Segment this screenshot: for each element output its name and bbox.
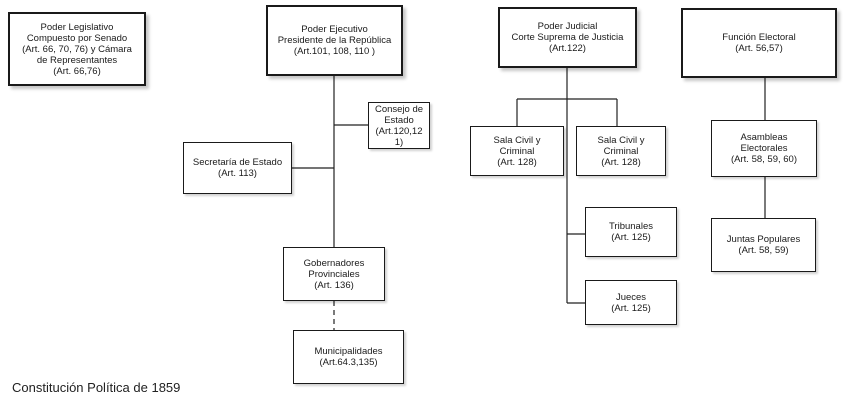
secretaria-de-estado-label: Secretaría de Estado (Art. 113) bbox=[192, 157, 283, 179]
jueces-label: Jueces (Art. 125) bbox=[611, 291, 651, 314]
jueces-box: Jueces (Art. 125) bbox=[585, 280, 677, 325]
poder-judicial-label: Poder Judicial Corte Suprema de Justicia… bbox=[511, 21, 624, 54]
municipalidades-label: Municipalidades (Art.64.3,135) bbox=[314, 346, 383, 368]
asambleas-electorales-label: Asambleas Electorales (Art. 58, 59, 60) bbox=[730, 132, 797, 165]
secretaria-de-estado-box: Secretaría de Estado (Art. 113) bbox=[183, 142, 292, 194]
poder-legislativo-label: Poder Legislativo Compuesto por Senado (… bbox=[22, 21, 132, 77]
funcion-electoral-label: Función Electoral (Art. 56,57) bbox=[722, 32, 796, 54]
gobernadores-provinciales-label: Gobernadores Provinciales (Art. 136) bbox=[303, 257, 365, 291]
funcion-electoral-box: Función Electoral (Art. 56,57) bbox=[681, 8, 837, 78]
poder-judicial-box: Poder Judicial Corte Suprema de Justicia… bbox=[498, 7, 637, 68]
municipalidades-box: Municipalidades (Art.64.3,135) bbox=[293, 330, 404, 384]
sala-civil-criminal-box-1: Sala Civil y Criminal (Art. 128) bbox=[470, 126, 564, 176]
sala-civil-criminal-box-2: Sala Civil y Criminal (Art. 128) bbox=[576, 126, 666, 176]
consejo-de-estado-label: Consejo de Estado (Art.120,12 1) bbox=[374, 103, 424, 148]
asambleas-electorales-box: Asambleas Electorales (Art. 58, 59, 60) bbox=[711, 120, 817, 177]
sala-civil-criminal-label-1: Sala Civil y Criminal (Art. 128) bbox=[493, 134, 541, 168]
poder-legislativo-box: Poder Legislativo Compuesto por Senado (… bbox=[8, 12, 146, 86]
gobernadores-provinciales-box: Gobernadores Provinciales (Art. 136) bbox=[283, 247, 385, 301]
juntas-populares-box: Juntas Populares (Art. 58, 59) bbox=[711, 218, 816, 272]
tribunales-box: Tribunales (Art. 125) bbox=[585, 207, 677, 257]
tribunales-label: Tribunales (Art. 125) bbox=[608, 221, 653, 243]
poder-ejecutivo-label: Poder Ejecutivo Presidente de la Repúbli… bbox=[277, 24, 392, 57]
diagram-caption: Constitución Política de 1859 bbox=[12, 380, 181, 395]
consejo-de-estado-box: Consejo de Estado (Art.120,12 1) bbox=[368, 102, 430, 149]
juntas-populares-label: Juntas Populares (Art. 58, 59) bbox=[726, 234, 801, 256]
poder-ejecutivo-box: Poder Ejecutivo Presidente de la Repúbli… bbox=[266, 5, 403, 76]
sala-civil-criminal-label-2: Sala Civil y Criminal (Art. 128) bbox=[597, 134, 645, 168]
